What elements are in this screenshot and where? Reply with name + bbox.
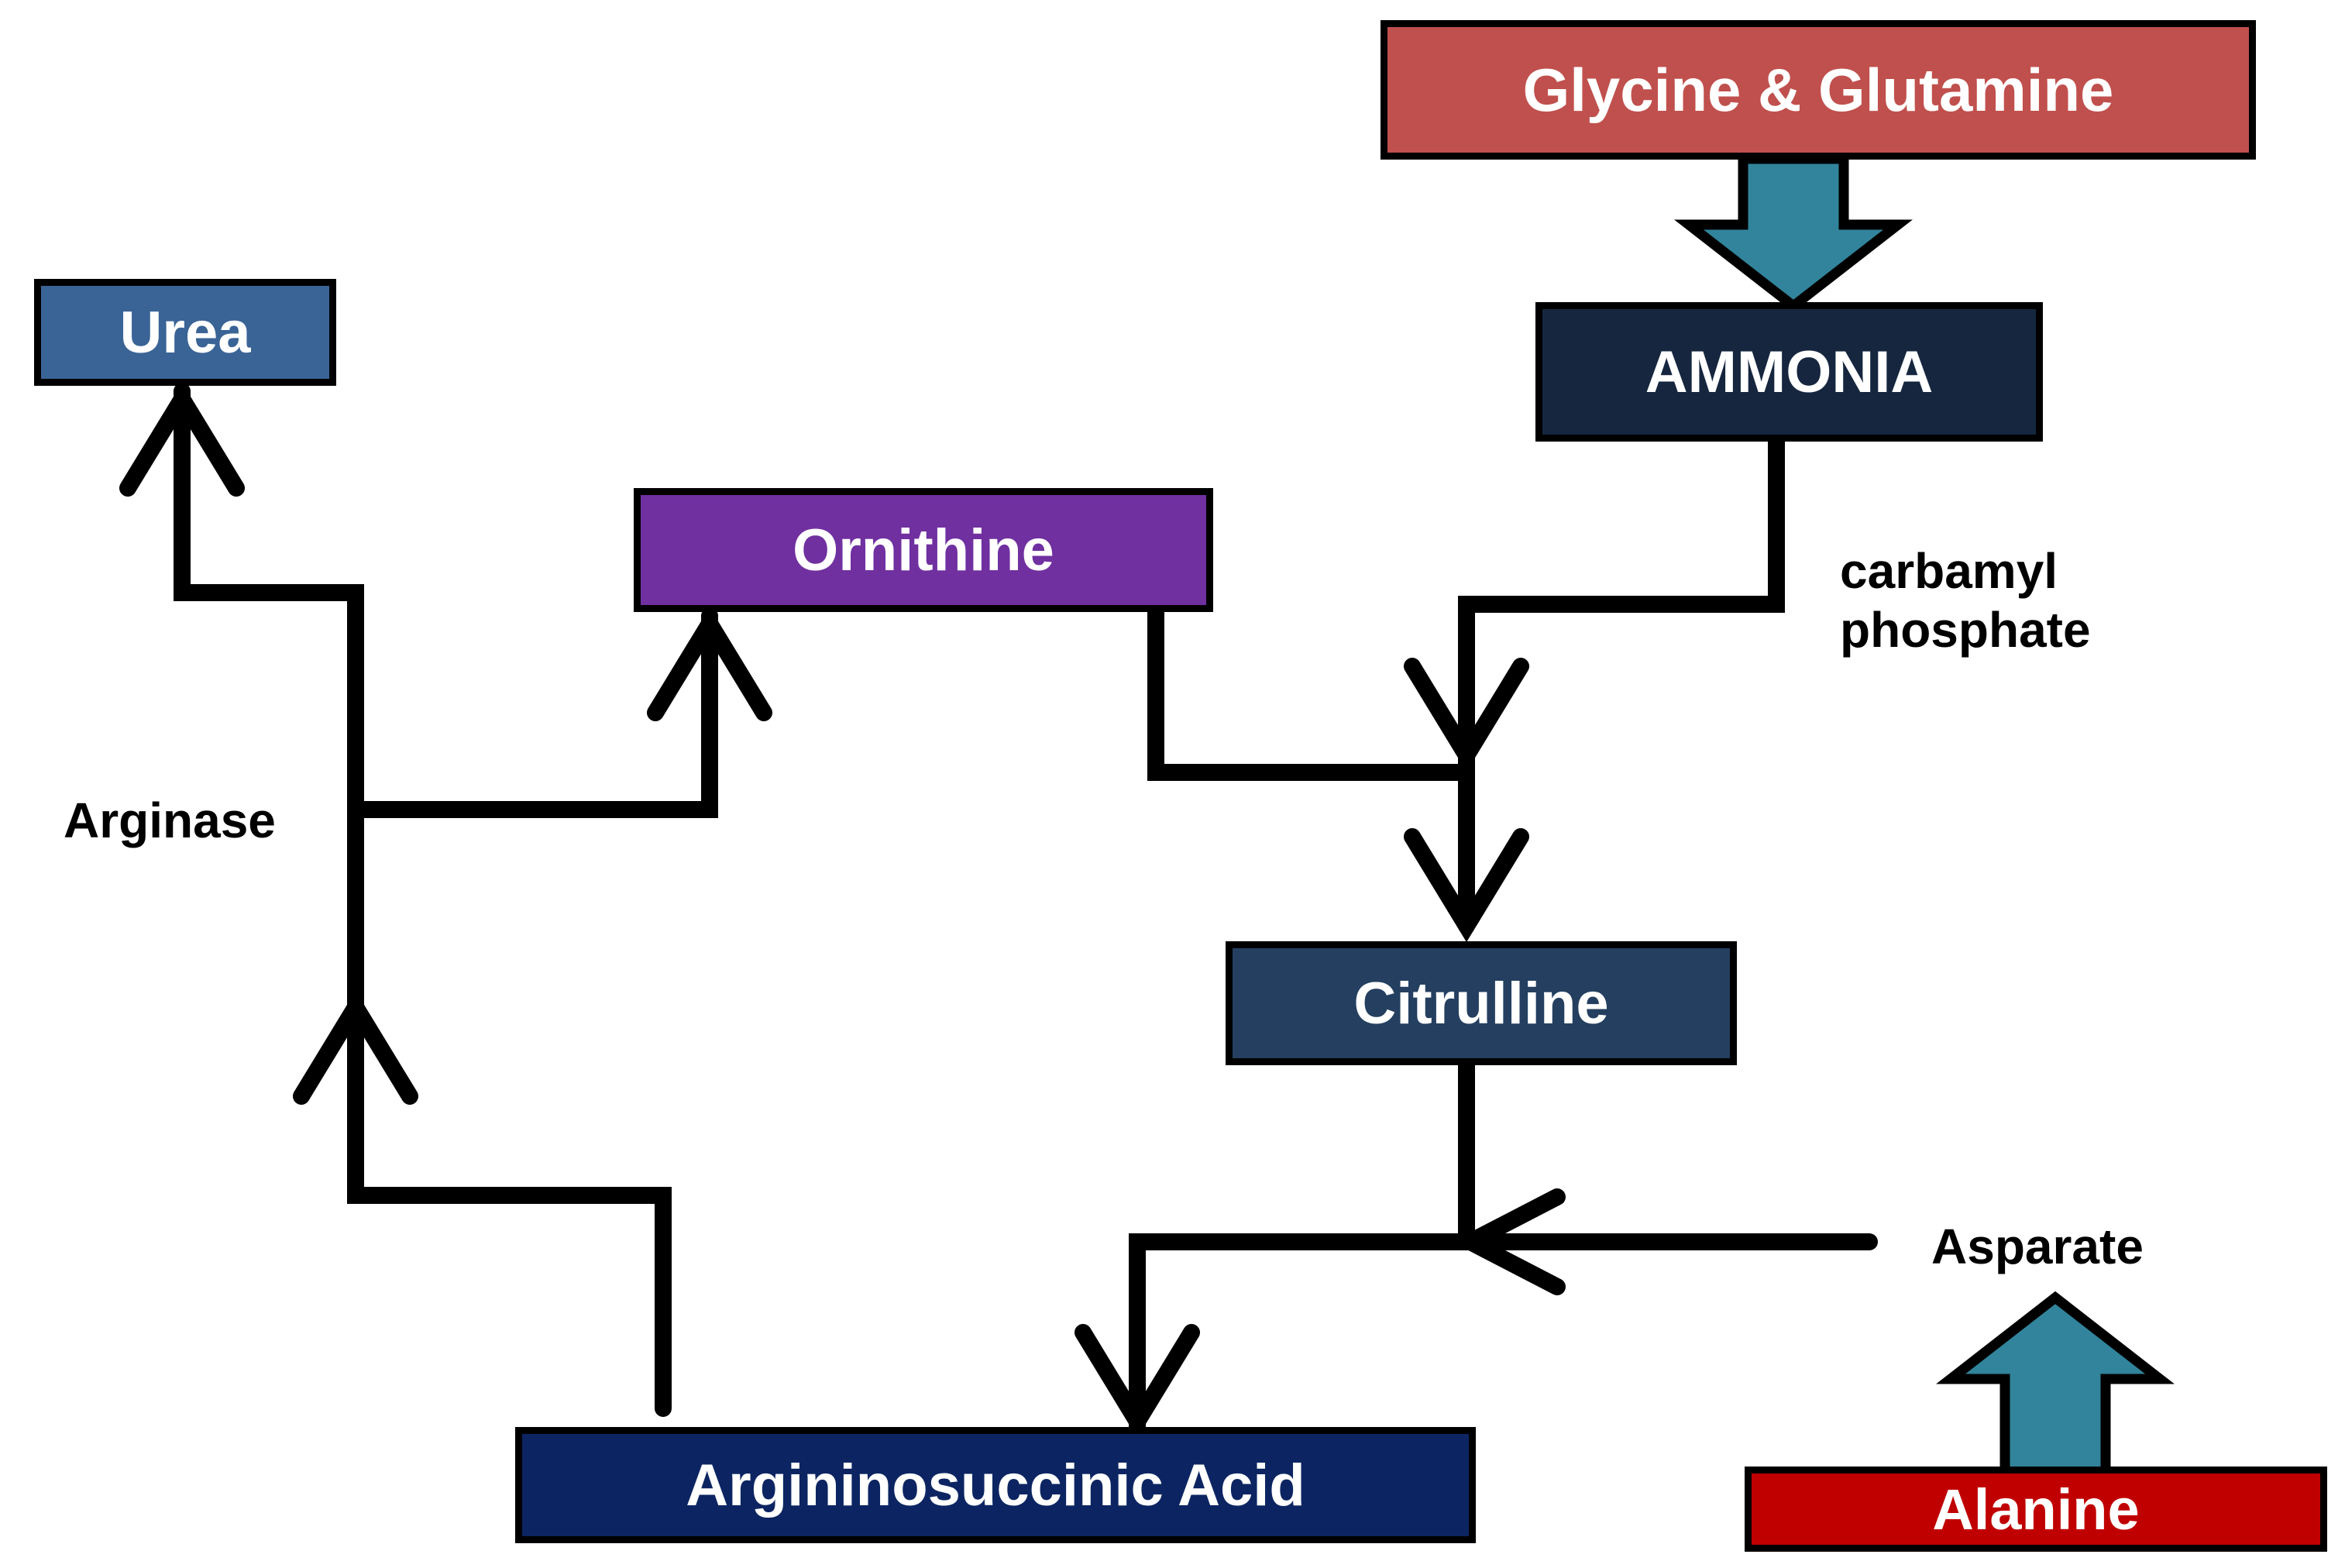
ornithine-label: Ornithine: [793, 517, 1054, 583]
citrulline-node: Citrulline: [1226, 941, 1737, 1065]
carbamyl-phosphate-label: carbamyl phosphate: [1840, 542, 2091, 659]
ammonia-label: AMMONIA: [1645, 339, 1934, 405]
glycine-glutamine-label: Glycine & Glutamine: [1522, 55, 2114, 124]
arrowhead-asparate-left: [1452, 1188, 1566, 1295]
urea-label: Urea: [119, 299, 251, 366]
arrowhead-citrulline-down: [1404, 828, 1529, 943]
glycine-glutamine-node: Glycine & Glutamine: [1381, 20, 2256, 160]
arginase-label: Arginase: [64, 793, 276, 848]
arrowhead-argininosuccinic-down: [1075, 1324, 1200, 1439]
argininosuccinic-acid-label: Argininosuccinic Acid: [686, 1452, 1305, 1518]
ornithine-node: Ornithine: [634, 488, 1213, 612]
arrowhead-carbamyl-down: [1404, 658, 1529, 772]
connector-arginase-vertical: [174, 383, 364, 1016]
argininosuccinic-acid-node: Argininosuccinic Acid: [515, 1427, 1476, 1543]
carbamyl-text: carbamyl: [1840, 543, 2058, 599]
connector-ornithine-to-junction: [1147, 600, 1475, 781]
arrowhead-ornithine-up: [647, 607, 772, 721]
urea-node: Urea: [34, 279, 336, 386]
asparate-label: Asparate: [1931, 1219, 2144, 1274]
connector-arginase-to-ornithine: [347, 607, 718, 818]
connector-argininosuccinic-up: [347, 991, 672, 1417]
block-arrow-glycine-to-ammonia: [1674, 153, 1913, 313]
alanine-node: Alanine: [1745, 1467, 2327, 1552]
connector-citrulline-to-argininosuccinic: [1129, 1057, 1475, 1436]
arrowhead-urea-up: [119, 382, 245, 497]
ammonia-node: AMMONIA: [1535, 302, 2043, 442]
phosphate-text: phosphate: [1840, 601, 2091, 658]
connector-ammonia-to-junction: [1458, 425, 1785, 775]
alanine-label: Alanine: [1932, 1477, 2140, 1542]
block-arrow-alanine-to-asparate: [1936, 1291, 2175, 1481]
citrulline-label: Citrulline: [1353, 970, 1609, 1037]
